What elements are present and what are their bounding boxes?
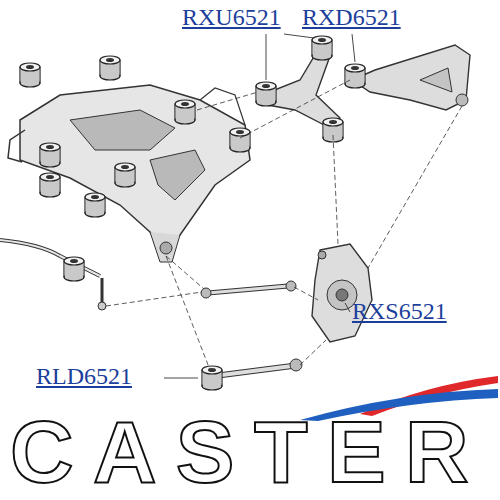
part-number: RXS6521 [352,298,447,324]
part-number: RXU6521 [182,4,281,30]
assembly-lines [106,80,462,370]
upper-arm [256,36,343,142]
stabilizer-bar [0,240,106,310]
lower-link [202,359,302,390]
subframe-bushings [20,56,250,217]
part-number: RLD6521 [36,363,132,389]
toe-link [201,281,296,298]
leader-lines [164,34,355,378]
brand-logo: CASTER [10,408,488,496]
knuckle [312,244,372,342]
part-number: RXD6521 [302,4,401,30]
lower-arm [345,45,470,110]
subframe [8,85,250,262]
